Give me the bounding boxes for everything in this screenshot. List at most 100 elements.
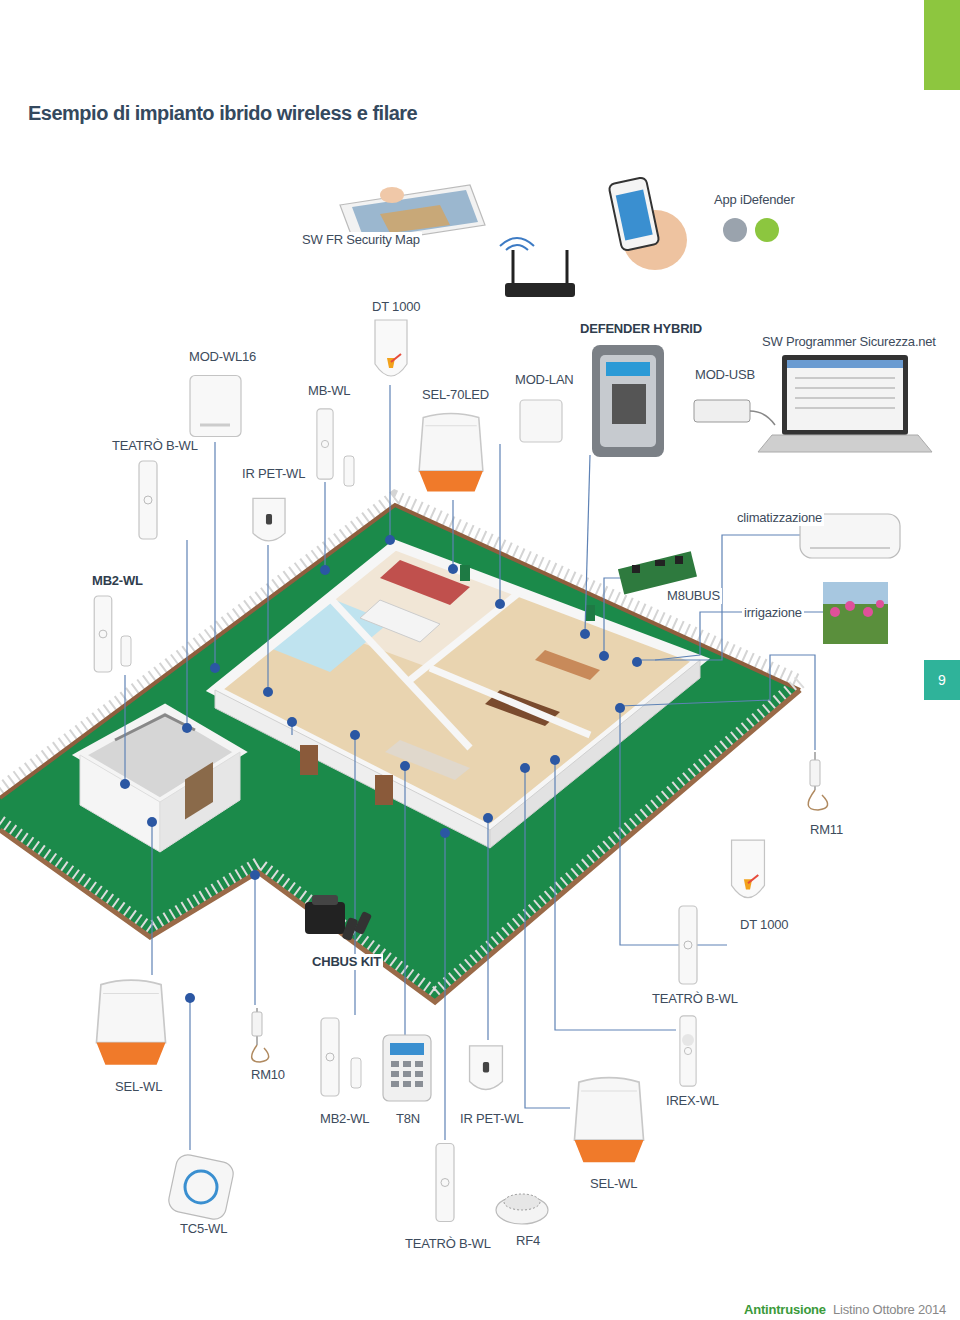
sensor-dots-part [287,717,297,727]
top-devices-part [758,435,932,452]
sensor-dots-part [632,657,642,667]
side-devices-part-part [876,600,884,608]
sensor-dots-part [185,993,195,1003]
leader-lines-part [620,706,727,945]
top-devices-part [190,376,241,437]
side-devices-part-part [675,556,683,564]
top-devices-part [500,238,534,250]
bottom-devices-part [312,895,338,905]
product-label: IR PET-WL [458,1111,525,1127]
top-devices-part [419,413,483,491]
top-devices-part [380,205,450,233]
product-label: RM10 [249,1067,287,1083]
side-devices-part [679,906,697,984]
bottom-devices-part-part [391,1071,399,1077]
house-part [300,745,318,775]
product-label: TC5-WL [178,1221,229,1237]
outbuilding-part [80,755,160,852]
green-tab-part [924,0,960,90]
bottom-devices-part-part [415,1061,423,1067]
sensor-dots-part [182,723,192,733]
top-devices-part [121,636,131,666]
top-devices-part [612,384,646,424]
top-devices-part-part [795,397,895,399]
top-devices-part-part [795,377,895,379]
top-devices-part [566,250,569,283]
leader-lines-part [525,768,570,1108]
bottom-devices-part [391,1061,423,1087]
lawn [0,497,800,1002]
top-devices-part [520,400,562,442]
top-devices-part-part [795,387,895,389]
bottom-devices-part [96,980,165,1065]
bottom-devices-part [390,1043,424,1055]
product-label: App iDefender [712,192,797,208]
leader-lines-part [487,818,488,1040]
top-devices-part [512,250,515,283]
side-devices-part [682,1034,694,1046]
product-label: SEL-WL [113,1079,164,1095]
bottom-devices-part-part [403,1071,411,1077]
top-devices-part [253,498,285,540]
leader-lines-part [404,766,405,1035]
product-label: DT 1000 [370,299,422,315]
top-devices-part [592,345,664,457]
page-number-tab: 9 [924,660,960,700]
bottom-devices-part [167,1153,236,1222]
bottom-devices-part [470,1046,503,1090]
top-devices-part [606,362,650,376]
sensor-dots-part [320,565,330,575]
product-label: CHBUS KIT [310,954,383,970]
top-devices [94,177,932,672]
leader-lines-part [189,1000,190,1150]
side-devices-part [808,790,827,810]
top-devices-part-part [795,407,895,409]
side-devices-part [810,547,890,549]
top-devices-part [782,355,908,435]
top-devices-part [750,411,775,425]
top-devices-part [795,378,895,408]
leader-lines-part [151,822,152,975]
outbuilding-part [115,715,195,740]
product-label: DEFENDER HYBRID [578,321,704,337]
house-part [490,660,700,848]
page-title: Esempio di impianto ibrido wireless e fi… [28,102,417,125]
product-label: TEATRÒ B-WL [110,438,200,454]
top-devices-part [380,187,404,203]
side-devices [618,514,900,1086]
leader-lines-part [324,482,325,568]
green-tab [924,0,960,90]
side-devices-part [732,840,765,898]
house-part [215,545,700,830]
sensor-dots-part [550,755,560,765]
product-label: Listino Ottobre 2014 [831,1302,948,1318]
house-part [215,545,700,830]
leader-lines-part [585,455,590,632]
sensor-dots-part [483,813,493,823]
sensor-dots-part [599,651,609,661]
product-label: MB-WL [306,383,352,399]
top-devices-part [139,461,157,539]
bottom-devices-part [504,1194,540,1210]
leader-lines-part [354,735,355,1015]
sensor-dots-part [263,687,273,697]
leader-lines-part [389,385,390,538]
product-label: TEATRÒ B-WL [403,1236,493,1252]
bottom-devices-part-part [403,1081,411,1087]
leader-lines-part [637,535,800,660]
product-label: MOD-USB [693,367,757,383]
product-label: TEATRÒ B-WL [650,991,740,1007]
leader-lines-part [444,835,445,1140]
top-devices-part [723,218,747,242]
house-part [410,592,520,680]
bottom-devices-part [305,902,345,934]
house-part [360,600,440,642]
product-label: T8N [394,1111,422,1127]
leader-lines-part [267,545,268,690]
sensor-dots-part [120,779,130,789]
sensor-dots-part [440,828,450,838]
house [215,545,700,848]
leader-lines-part [452,500,453,567]
lawn-part [0,505,800,1002]
product-label: IR PET-WL [240,466,307,482]
